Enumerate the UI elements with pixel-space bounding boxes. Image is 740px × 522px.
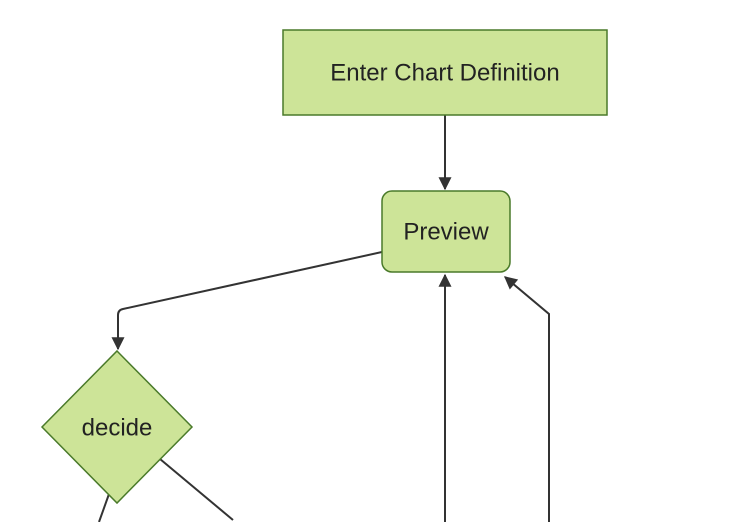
node-enter-chart-definition[interactable]: Enter Chart Definition <box>282 29 608 116</box>
node-preview-label: Preview <box>403 219 489 246</box>
node-enter-chart-definition-label: Enter Chart Definition <box>330 60 559 87</box>
node-preview[interactable]: Preview <box>381 190 511 273</box>
edge-decide-to-offscreen-right <box>159 458 234 521</box>
node-enter-chart-definition-shape[interactable] <box>282 29 608 116</box>
node-decide[interactable]: decide <box>40 349 194 505</box>
edge-preview-to-decide <box>111 251 383 351</box>
edge-decide-to-offscreen-left <box>98 493 110 522</box>
node-decide-label: decide <box>82 415 153 442</box>
edge-offscreen-corner-to-preview <box>504 276 550 522</box>
node-preview-shape[interactable] <box>381 190 511 273</box>
node-decide-shape[interactable] <box>40 349 194 505</box>
